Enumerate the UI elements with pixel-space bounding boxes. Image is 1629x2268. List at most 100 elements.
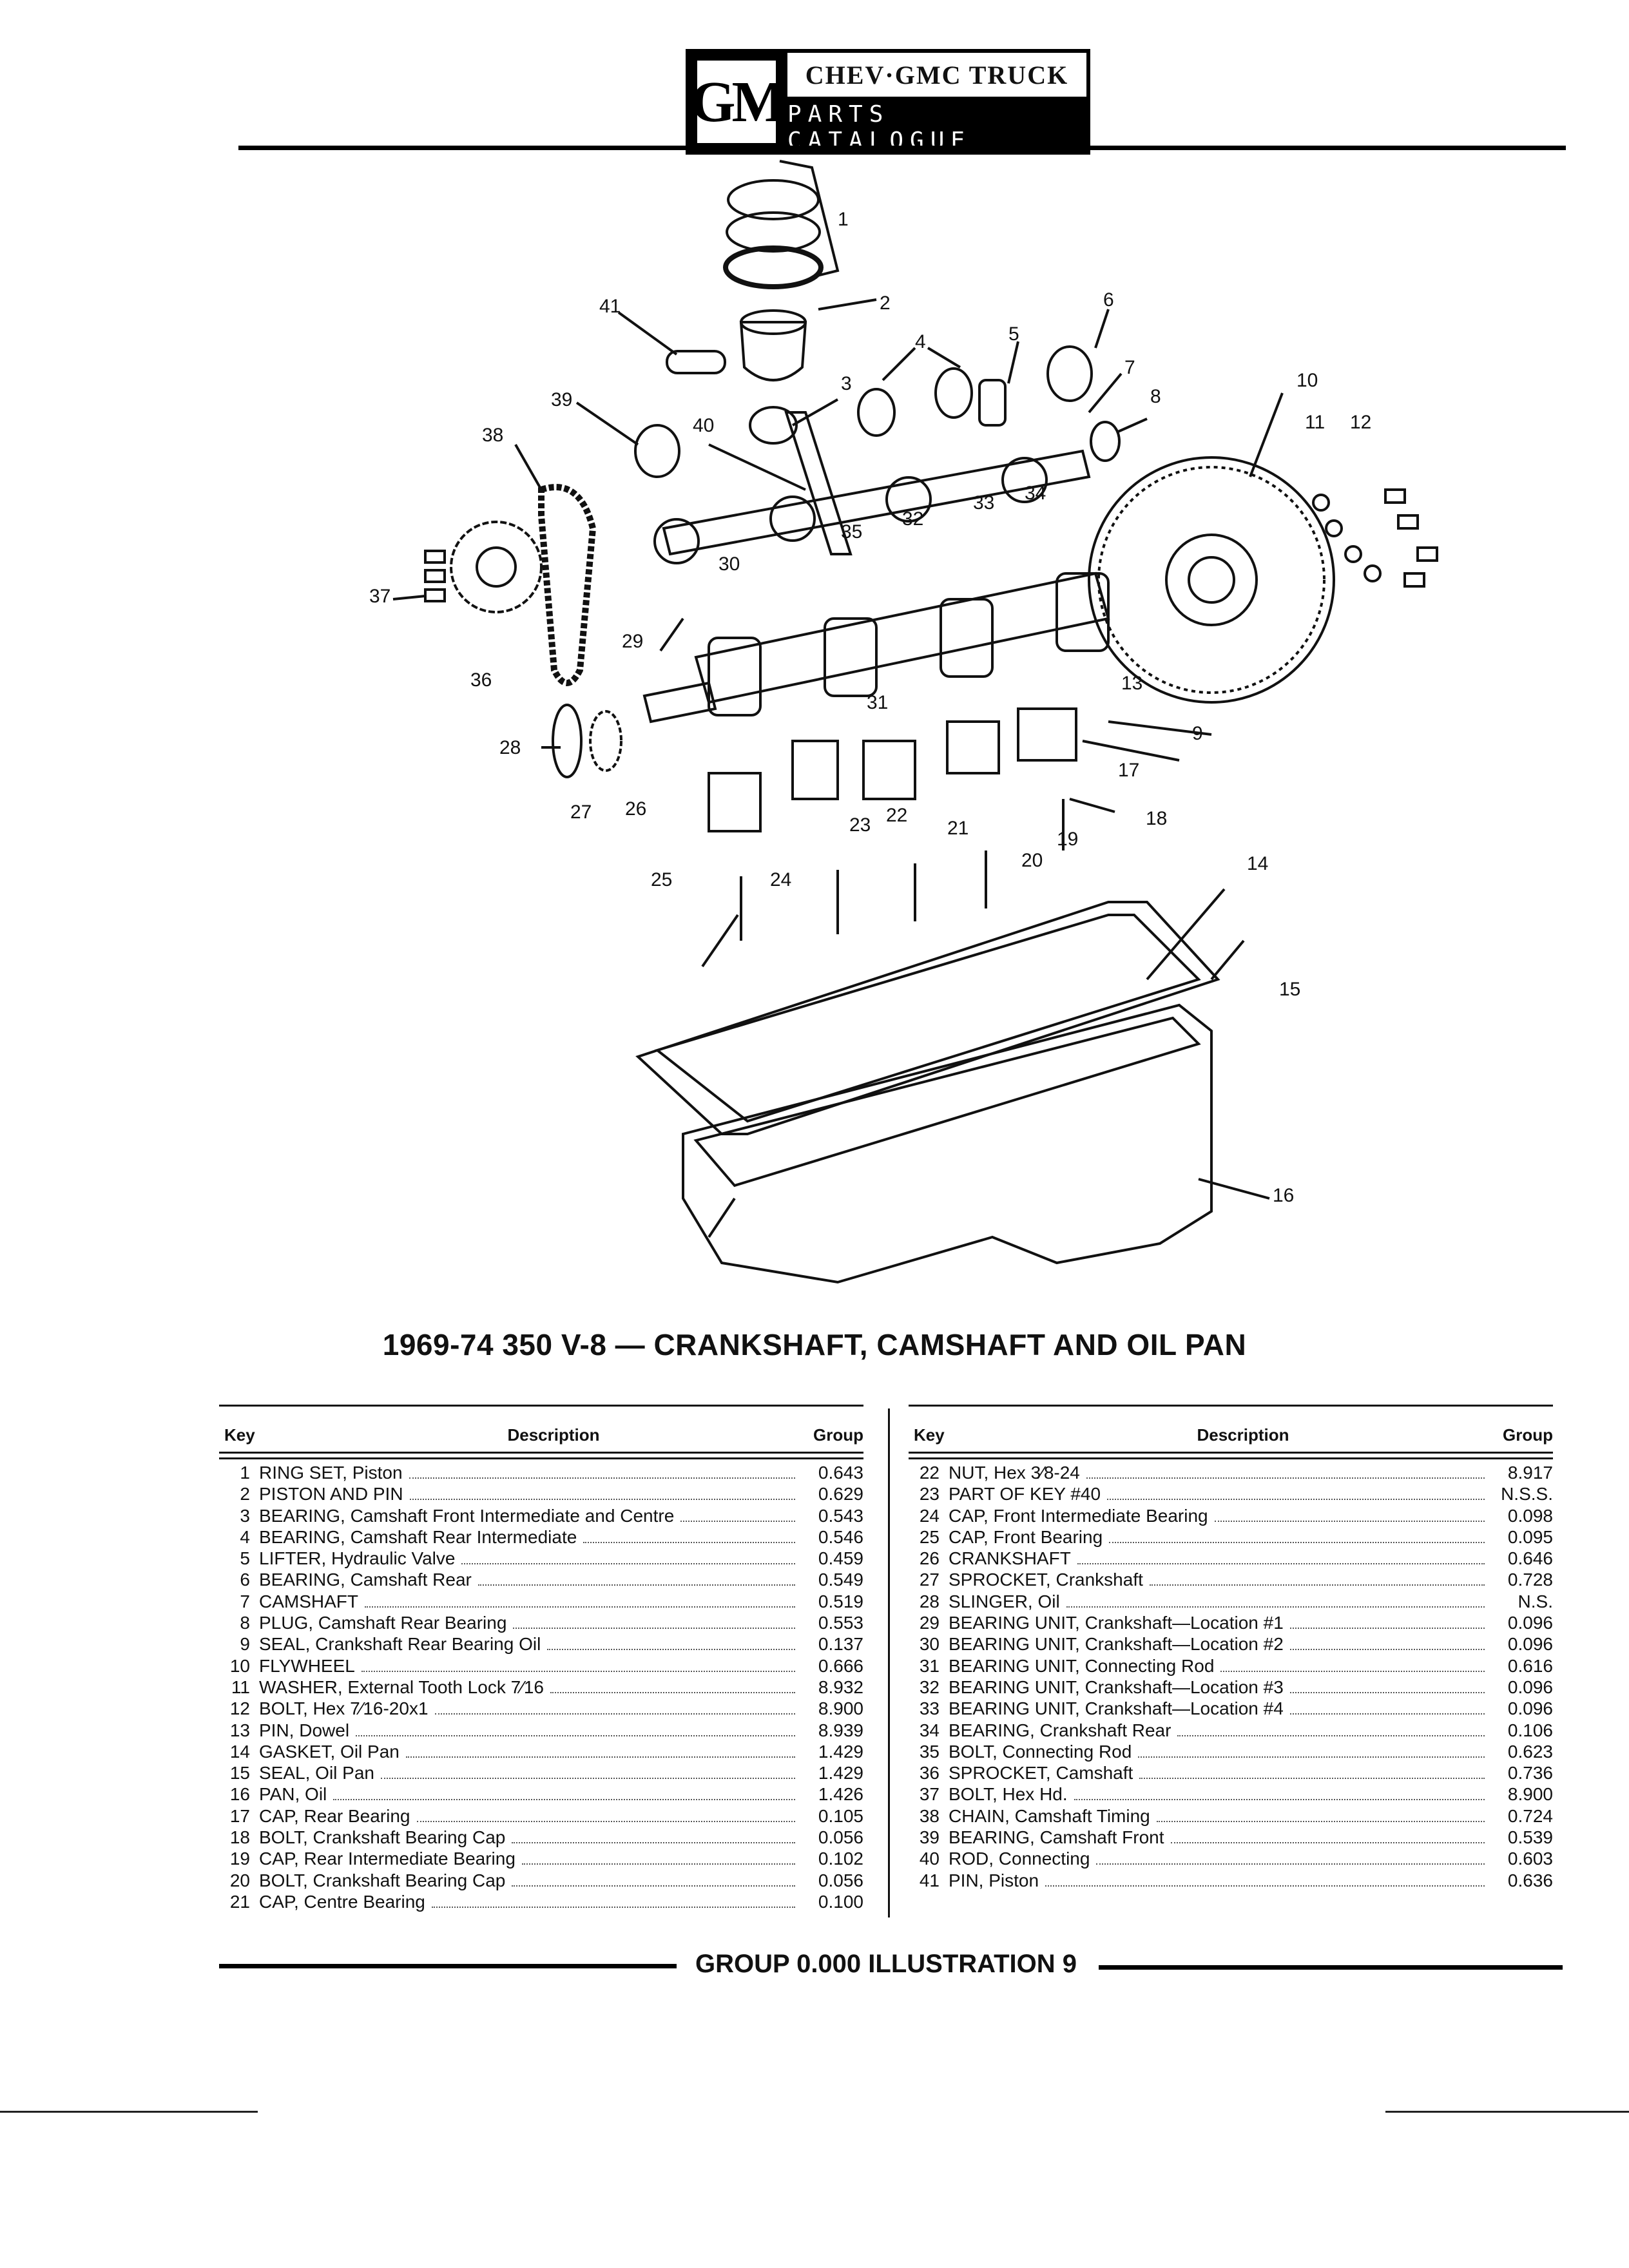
header-rule — [238, 146, 1566, 150]
part-key: 13 — [229, 1720, 250, 1740]
part-description: SLINGER, Oil — [949, 1591, 1060, 1611]
part-description: BEARING UNIT, Crankshaft—Location #3 — [949, 1677, 1284, 1697]
page-footer: GROUP 0.000 ILLUSTRATION 9 — [0, 1950, 1629, 1988]
part-key: 29 — [919, 1613, 940, 1633]
callout-label: 22 — [886, 805, 907, 826]
scan-artifact-line — [0, 2111, 258, 2113]
diagram-callouts: 1 2 3 4 5 6 7 8 9 10 11 12 13 14 15 16 1… — [369, 209, 1371, 1206]
part-key: 9 — [240, 1634, 250, 1655]
callout-label: 10 — [1296, 370, 1318, 391]
part-description: PLUG, Camshaft Rear Bearing — [259, 1613, 507, 1633]
part-key: 38 — [919, 1805, 940, 1826]
part-group: 8.917 — [1507, 1463, 1553, 1483]
part-description-cell: FLYWHEEL — [259, 1655, 802, 1677]
part-key: 12 — [229, 1698, 250, 1719]
part-description-cell: BEARING UNIT, Crankshaft—Location #1 — [949, 1612, 1491, 1633]
part-group: 0.096 — [1507, 1677, 1553, 1697]
dot-leader — [1066, 1606, 1485, 1608]
callout-label: 27 — [570, 802, 592, 823]
part-key: 1 — [240, 1463, 250, 1483]
part-group: 8.900 — [1507, 1784, 1553, 1805]
part-description-cell: SPROCKET, Crankshaft — [949, 1569, 1491, 1590]
part-description-cell: BEARING, Camshaft Rear — [259, 1569, 802, 1590]
part-group: 0.137 — [818, 1634, 863, 1655]
dot-leader — [1045, 1885, 1485, 1887]
callout-label: 38 — [482, 425, 503, 446]
part-key: 17 — [229, 1805, 250, 1826]
callout-label: 41 — [599, 296, 621, 317]
part-description-cell: CHAIN, Camshaft Timing — [949, 1805, 1491, 1827]
diagram-drawing — [392, 160, 1438, 1284]
part-description-cell: SPROCKET, Camshaft — [949, 1762, 1491, 1783]
footer-label: GROUP 0.000 ILLUSTRATION 9 — [695, 1950, 1077, 1978]
part-description: SPROCKET, Camshaft — [949, 1763, 1133, 1783]
part-key: 10 — [229, 1655, 250, 1676]
part-description: NUT, Hex 3⁄8-24 — [949, 1463, 1080, 1483]
callout-label: 2 — [880, 293, 891, 314]
part-description: CAP, Rear Intermediate Bearing — [259, 1849, 516, 1869]
part-description: BEARING, Camshaft Rear Intermediate — [259, 1526, 577, 1547]
part-key: 24 — [919, 1505, 940, 1526]
dot-leader — [1096, 1863, 1485, 1865]
dot-leader — [405, 1756, 795, 1758]
dot-leader — [416, 1820, 795, 1822]
part-description: BEARING, Camshaft Front — [949, 1827, 1164, 1848]
part-group: 0.543 — [818, 1505, 863, 1526]
part-description: BEARING UNIT, Crankshaft—Location #1 — [949, 1613, 1284, 1633]
callout-label: 17 — [1118, 760, 1139, 781]
part-description-cell: BOLT, Hex Hd. — [949, 1783, 1491, 1805]
callout-label: 25 — [651, 869, 672, 890]
part-group: 0.666 — [818, 1655, 863, 1676]
part-description: WASHER, External Tooth Lock 7⁄16 — [259, 1677, 544, 1697]
dot-leader — [1086, 1477, 1485, 1479]
callout-label: 4 — [915, 331, 926, 352]
dot-leader — [461, 1563, 795, 1565]
dot-leader — [1138, 1756, 1485, 1758]
header-double-rule — [219, 1452, 863, 1459]
callout-label: 12 — [1350, 412, 1371, 433]
part-description: BOLT, Hex Hd. — [949, 1784, 1068, 1805]
part-key: 26 — [919, 1548, 940, 1569]
callout-label: 11 — [1305, 412, 1325, 433]
gm-logo: GM — [686, 49, 787, 155]
part-group: 0.736 — [1507, 1763, 1553, 1783]
part-description-cell: WASHER, External Tooth Lock 7⁄16 — [259, 1677, 802, 1698]
table-row: 2 PISTON AND PIN 0.629 — [219, 1483, 863, 1504]
dot-leader — [1149, 1584, 1485, 1586]
dot-leader — [512, 1885, 795, 1887]
part-description: BOLT, Crankshaft Bearing Cap — [259, 1827, 506, 1848]
part-group: 0.724 — [1507, 1805, 1553, 1826]
callout-label: 24 — [770, 869, 791, 890]
part-group: N.S.S. — [1501, 1484, 1553, 1504]
part-group: 0.629 — [818, 1484, 863, 1504]
dot-leader — [409, 1477, 795, 1479]
callout-label: 3 — [841, 373, 852, 394]
callout-label: 34 — [1025, 483, 1046, 504]
part-group: 0.728 — [1507, 1570, 1553, 1590]
part-key: 22 — [919, 1463, 940, 1483]
part-group: 1.429 — [818, 1763, 863, 1783]
part-key: 39 — [919, 1827, 940, 1848]
part-group: 1.429 — [818, 1741, 863, 1762]
callout-label: 15 — [1279, 979, 1300, 1000]
part-description-cell: PISTON AND PIN — [259, 1483, 802, 1504]
part-group: 0.095 — [1507, 1526, 1553, 1547]
callout-label: 13 — [1121, 673, 1142, 694]
catalogue-logo: GM CHEV·GMC TRUCK PARTS CATALOGUE — [686, 49, 1090, 155]
part-description: SEAL, Crankshaft Rear Bearing Oil — [259, 1634, 541, 1655]
part-key: 2 — [240, 1484, 250, 1504]
part-description: PIN, Piston — [949, 1870, 1039, 1890]
callout-label: 26 — [625, 798, 646, 820]
callout-label: 16 — [1273, 1185, 1294, 1206]
dot-leader — [521, 1863, 795, 1865]
header-double-rule — [909, 1452, 1553, 1459]
